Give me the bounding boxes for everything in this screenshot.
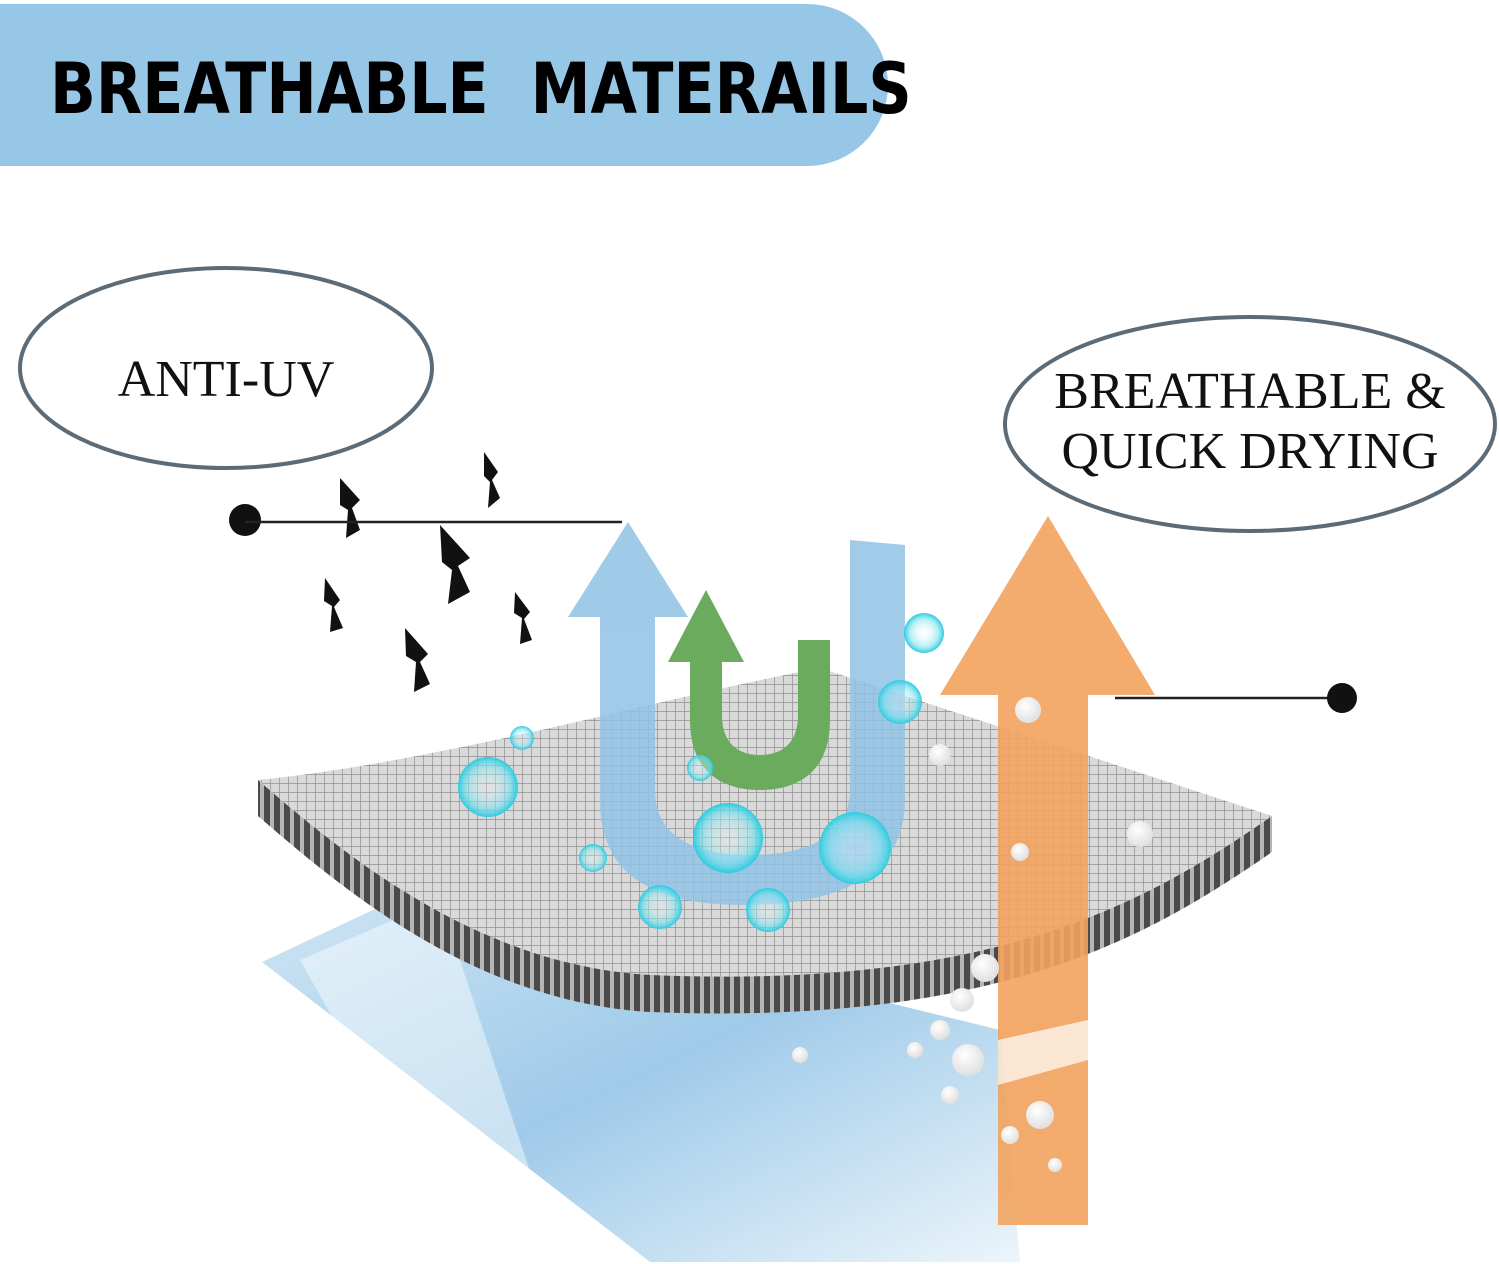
moisture-arrow-orange: [940, 516, 1155, 1225]
title-banner: BREATHABLE MATERAILS: [0, 4, 912, 166]
breathable-text-line1: BREATHABLE &: [1054, 363, 1446, 420]
water-drop-icons: [458, 613, 944, 932]
breathable-pointer: [1115, 683, 1357, 713]
uv-ray-icons: [324, 452, 532, 692]
anti-uv-label: ANTI-UV: [70, 350, 382, 410]
breathable-text-line2: QUICK DRYING: [1061, 423, 1439, 480]
inner-layer: [262, 888, 1020, 1262]
anti-uv-pointer: [229, 504, 622, 536]
breathable-label: BREATHABLE & QUICK DRYING: [1030, 362, 1470, 482]
breathable-oval: [1003, 315, 1497, 533]
air-bubble-icons: [792, 697, 1153, 1172]
banner-title: BREATHABLE MATERAILS: [50, 48, 912, 130]
anti-uv-oval: [18, 266, 434, 470]
airflow-arrow-green: [668, 590, 830, 790]
anti-uv-text: ANTI-UV: [117, 351, 335, 408]
